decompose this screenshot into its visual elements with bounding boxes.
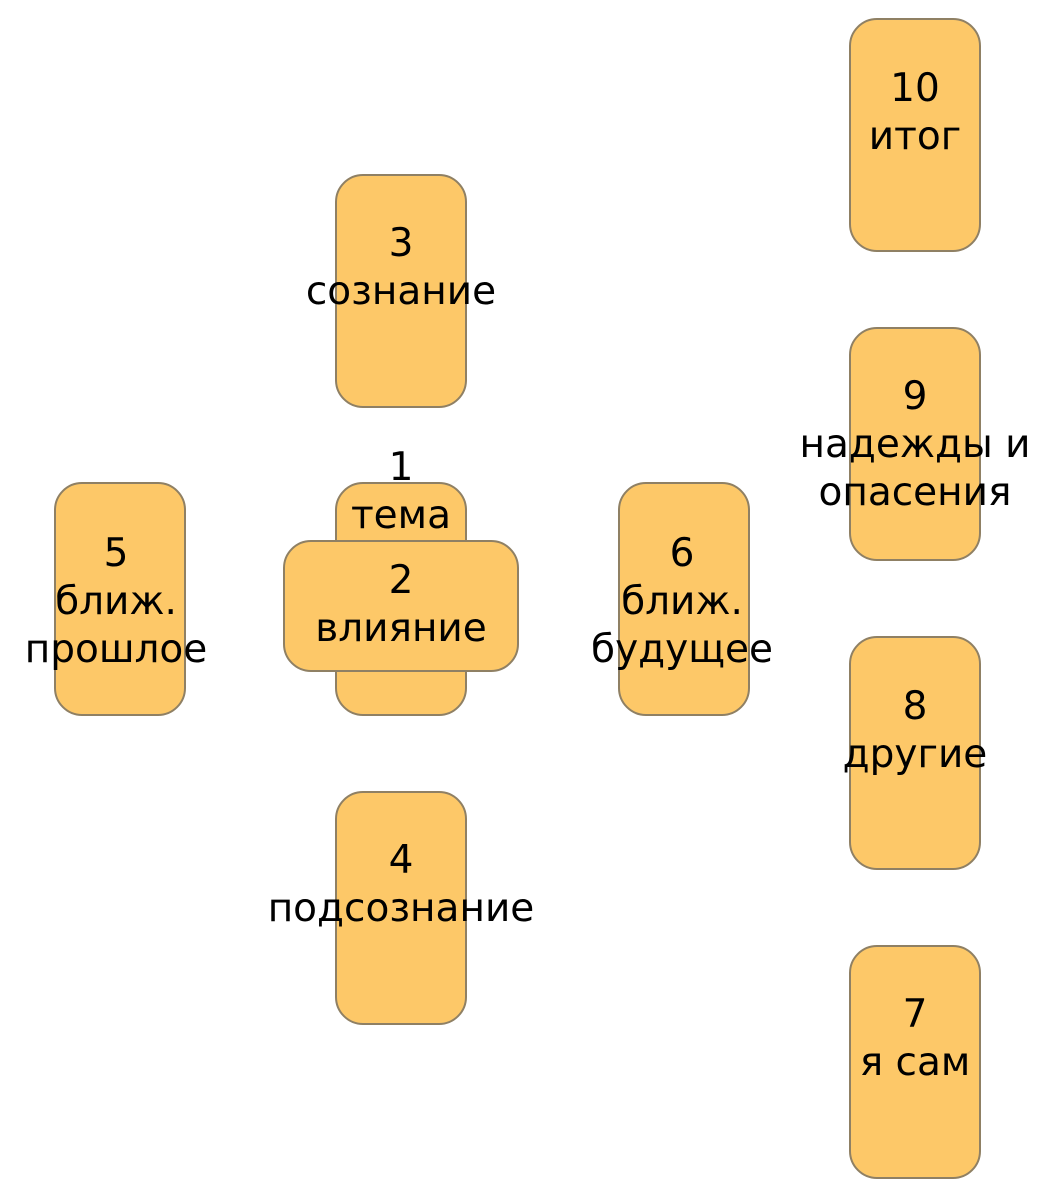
card-2-label: 2 влияние bbox=[261, 557, 541, 653]
card-9-title-line2: опасения bbox=[818, 470, 1012, 515]
card-4-label: 4 подсознание bbox=[261, 837, 541, 933]
card-4-number: 4 bbox=[388, 838, 414, 883]
card-3 bbox=[335, 174, 467, 408]
card-5-label: 5 ближ. прошлое bbox=[0, 530, 256, 674]
card-3-label: 3 сознание bbox=[261, 220, 541, 316]
card-9-title-line1: надежды и bbox=[799, 422, 1031, 467]
card-4 bbox=[335, 791, 467, 1025]
card-6-title-line1: ближ. bbox=[621, 579, 743, 624]
card-2 bbox=[283, 540, 519, 672]
card-9 bbox=[849, 327, 981, 561]
card-7-number: 7 bbox=[902, 992, 928, 1037]
card-6-number: 6 bbox=[669, 531, 695, 576]
card-5-title-line2: прошлое bbox=[24, 627, 208, 672]
card-1-label: 1 тема bbox=[261, 444, 541, 540]
card-4-title: подсознание bbox=[267, 886, 535, 931]
card-9-label: 9 надежды и опасения bbox=[775, 373, 1053, 517]
card-10 bbox=[849, 18, 981, 252]
card-10-title: итог bbox=[868, 114, 962, 159]
card-9-number: 9 bbox=[902, 374, 928, 419]
card-6-label: 6 ближ. будущее bbox=[542, 530, 822, 674]
card-10-number: 10 bbox=[890, 66, 940, 111]
card-5-number: 5 bbox=[103, 531, 129, 576]
card-7-title: я сам bbox=[859, 1040, 971, 1085]
card-6-title-line2: будущее bbox=[591, 627, 773, 672]
card-7-label: 7 я сам bbox=[775, 991, 1053, 1087]
card-1-number: 1 bbox=[388, 445, 414, 490]
card-8-label: 8 другие bbox=[775, 683, 1053, 779]
card-1-title: тема bbox=[350, 493, 452, 538]
card-6 bbox=[618, 482, 750, 716]
card-7 bbox=[849, 945, 981, 1179]
card-8 bbox=[849, 636, 981, 870]
card-8-number: 8 bbox=[902, 684, 928, 729]
card-10-label: 10 итог bbox=[775, 65, 1053, 161]
card-2-title: влияние bbox=[315, 606, 487, 651]
card-3-title: сознание bbox=[305, 269, 497, 314]
card-5 bbox=[54, 482, 186, 716]
card-5-title-line1: ближ. bbox=[55, 579, 177, 624]
card-8-title: другие bbox=[842, 732, 988, 777]
card-3-number: 3 bbox=[388, 221, 414, 266]
card-2-number: 2 bbox=[388, 558, 414, 603]
